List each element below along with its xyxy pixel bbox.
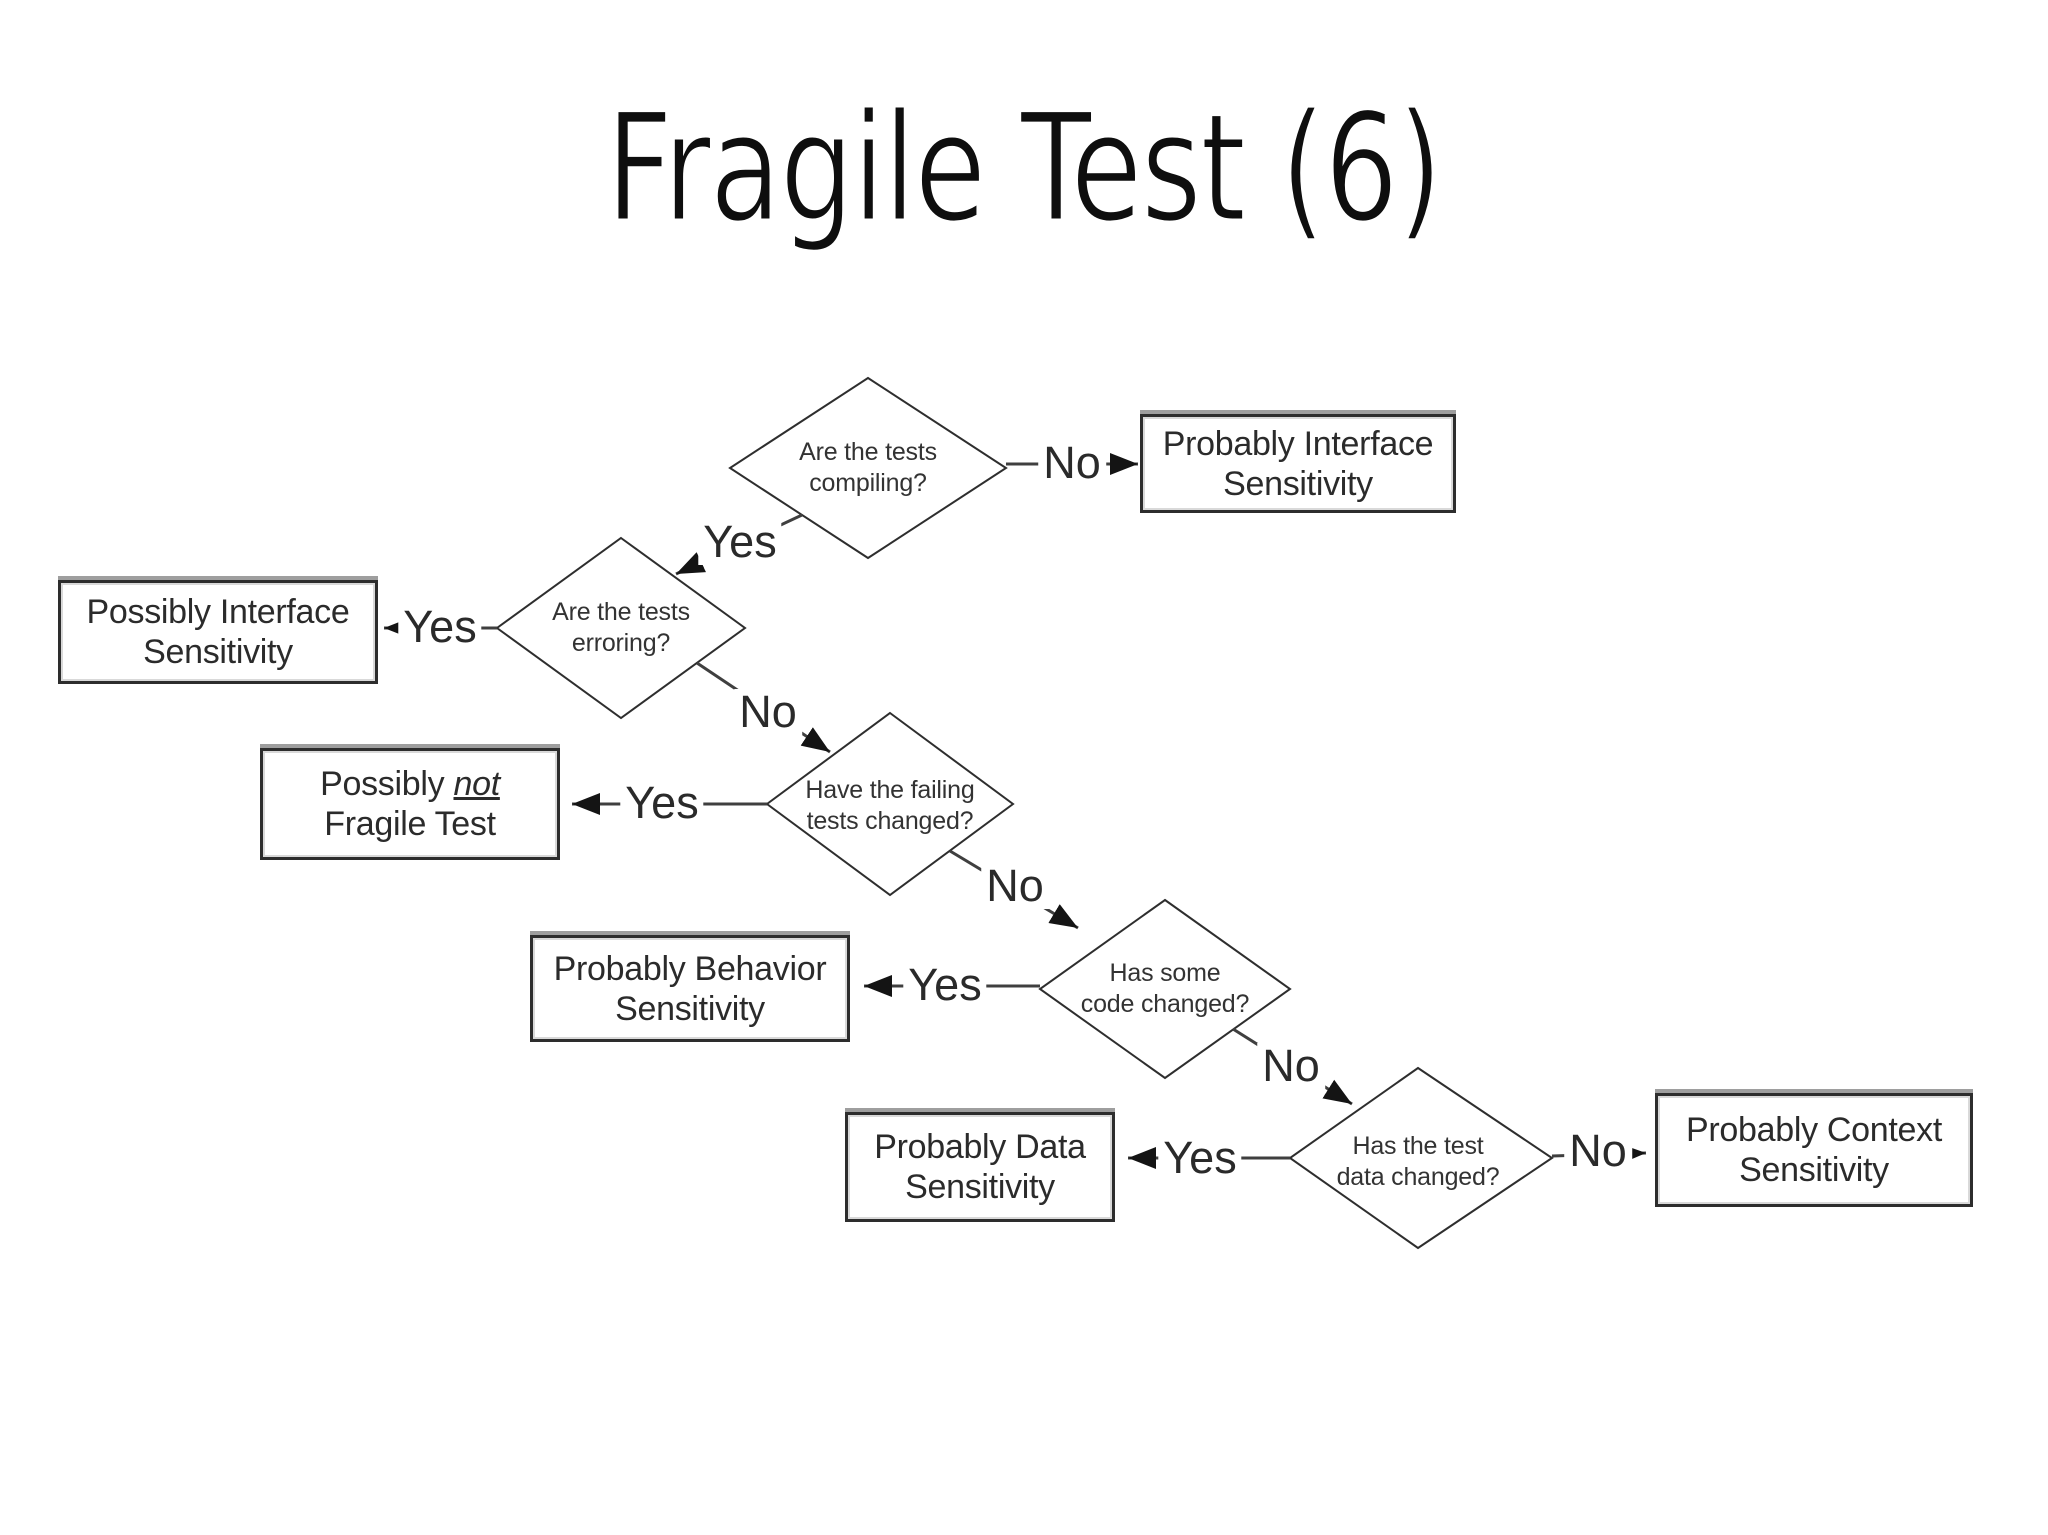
decision-line: code changed? — [1080, 990, 1250, 1018]
outcome-line: Sensitivity — [1739, 1151, 1889, 1189]
edge-label-yes-failing: Yes — [620, 780, 704, 826]
outcome-line: Sensitivity — [905, 1168, 1055, 1206]
outcome-line: Sensitivity — [143, 633, 293, 671]
outcome-box-possibly-not-fragile: Possibly not Fragile Test — [260, 748, 560, 860]
decision-line: Has the test — [1352, 1132, 1484, 1160]
outcome-line: Probably Data — [874, 1128, 1086, 1166]
outcome-box-possibly-interface: Possibly Interface Sensitivity — [58, 580, 378, 684]
slide-title: Fragile Test (6) — [0, 81, 2048, 258]
outcome-line: Probably Behavior — [553, 949, 827, 988]
decision-line: tests changed? — [806, 807, 974, 835]
outcome-line-prefix: Possibly — [320, 765, 454, 803]
outcome-box-probably-data: Probably Data Sensitivity — [845, 1112, 1115, 1222]
decision-line: erroring? — [571, 629, 671, 657]
decision-line: Are the tests — [799, 438, 937, 466]
decision-line: Have the failing — [805, 776, 975, 804]
outcome-line-emphasis: not — [453, 765, 500, 803]
edge-label-no-erroring: No — [734, 689, 802, 735]
outcome-line: Fragile Test — [324, 805, 496, 843]
edge-label-no-failing: No — [981, 863, 1049, 909]
outcome-line: Probably Context — [1685, 1111, 1942, 1149]
decision-line: compiling? — [809, 469, 927, 497]
decision-diamond-data — [1288, 1066, 1554, 1250]
edge-label-no-data: No — [1564, 1128, 1632, 1174]
outcome-line: Probably Interface — [1162, 424, 1434, 463]
outcome-line: Possibly not — [320, 764, 500, 804]
decision-line: Are the tests — [552, 598, 690, 626]
decision-label-code: Has some code changed? — [1035, 958, 1295, 1020]
outcome-box-probably-interface: Probably Interface Sensitivity — [1140, 414, 1456, 513]
decision-diamond-compiling — [728, 376, 1008, 560]
decision-line: data changed? — [1336, 1163, 1500, 1191]
edge-label-yes-code: Yes — [903, 962, 987, 1008]
outcome-box-probably-context: Probably Context Sensitivity — [1655, 1093, 1973, 1207]
outcome-line: Sensitivity — [615, 989, 765, 1028]
outcome-box-probably-behavior: Probably Behavior Sensitivity — [530, 935, 850, 1042]
outcome-line: Possibly Interface — [86, 593, 350, 631]
decision-diamond-code — [1038, 898, 1292, 1080]
decision-diamond-erroring — [495, 536, 747, 720]
decision-label-data: Has the test data changed? — [1288, 1131, 1548, 1193]
decision-diamond-failing — [765, 711, 1015, 897]
decision-label-compiling: Are the tests compiling? — [738, 437, 998, 499]
edge-label-yes-compiling: Yes — [698, 519, 782, 565]
edge-label-no-compiling: No — [1038, 440, 1106, 486]
decision-line: Has some — [1109, 959, 1221, 987]
decision-label-failing: Have the failing tests changed? — [760, 775, 1020, 837]
edge-label-no-code: No — [1257, 1043, 1325, 1089]
decision-label-erroring: Are the tests erroring? — [491, 597, 751, 659]
edge-label-yes-data: Yes — [1158, 1135, 1242, 1181]
edge-label-yes-erroring: Yes — [398, 604, 482, 650]
slide-title-text: Fragile Test (6) — [605, 81, 1444, 258]
outcome-line: Sensitivity — [1223, 464, 1373, 503]
